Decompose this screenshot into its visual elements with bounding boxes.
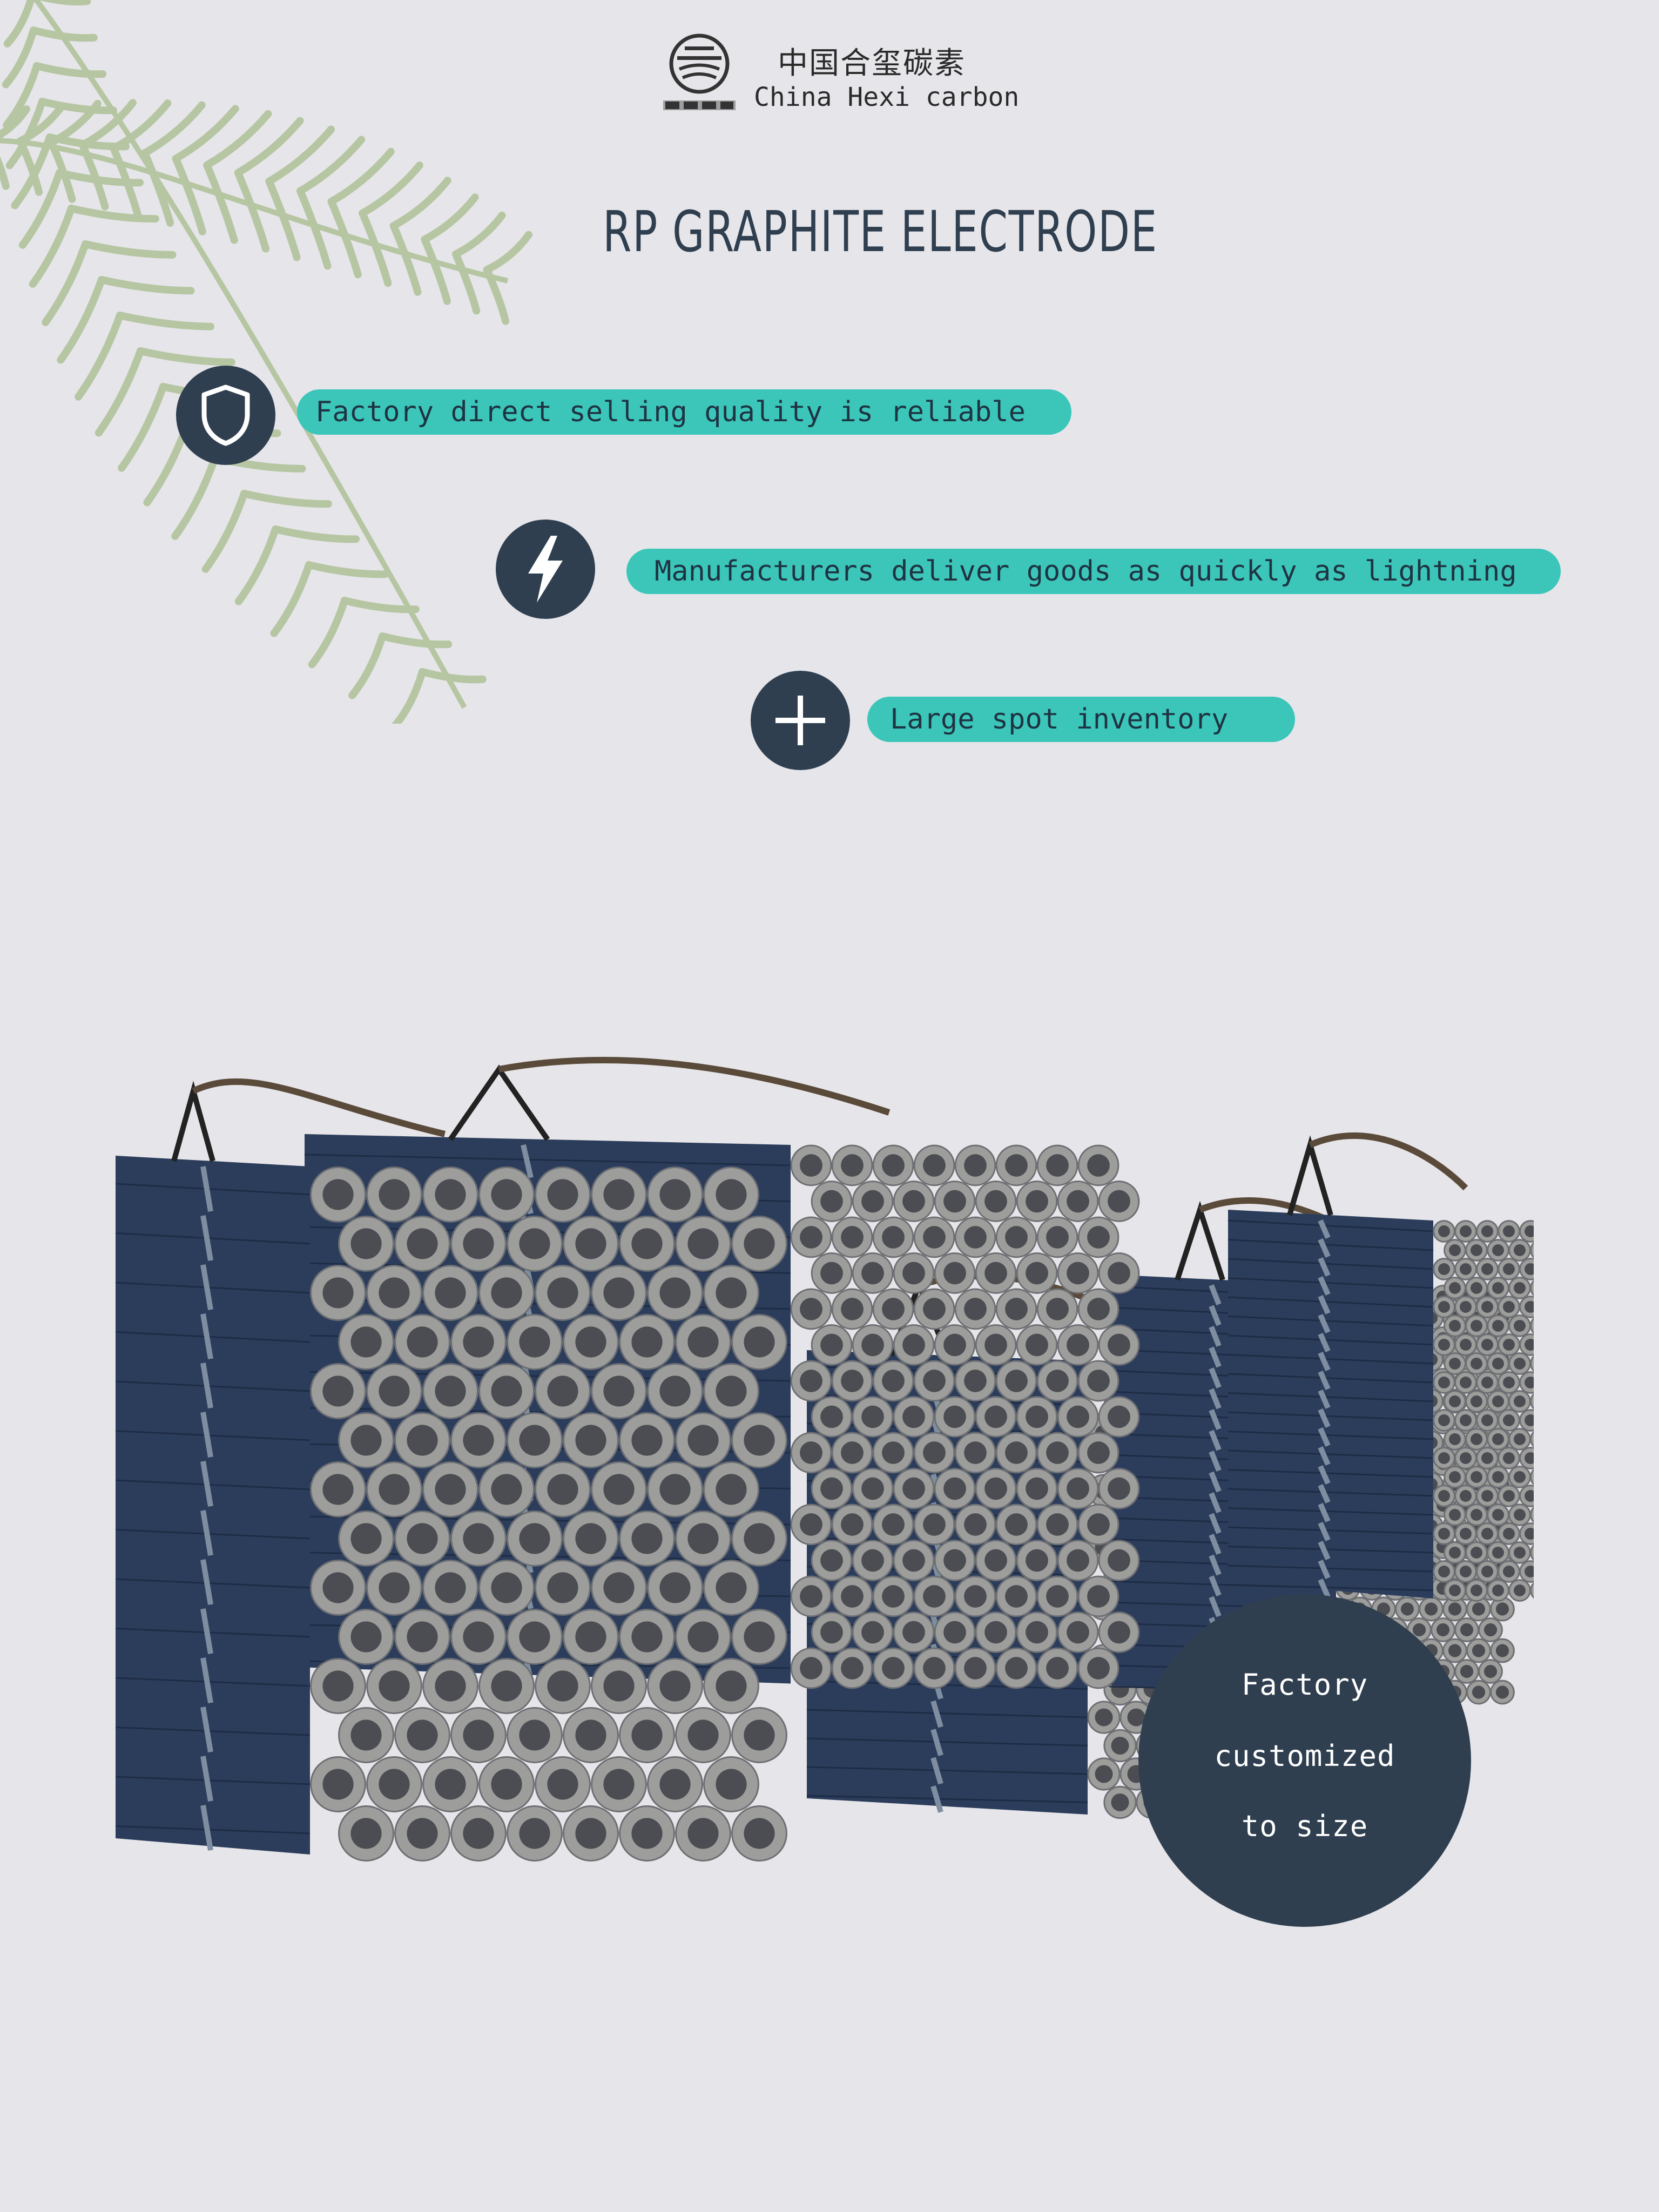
feature-pill-delivery: Manufacturers deliver goods as quickly a… — [626, 549, 1561, 594]
custom-badge-line-1: Factory — [1241, 1668, 1368, 1702]
lightning-icon — [528, 536, 563, 603]
brand-name-english: China Hexi carbon — [754, 82, 1020, 112]
brand-name-chinese: 中国合玺碳素 — [778, 46, 966, 81]
custom-badge-line-2: customized — [1214, 1739, 1395, 1773]
hexi-logo — [663, 33, 736, 110]
custom-badge-line-3: to size — [1241, 1809, 1368, 1843]
inventory-badge — [751, 671, 850, 770]
delivery-badge — [496, 520, 595, 619]
page-title: RP GRAPHITE ELECTRODE — [603, 199, 1158, 265]
feature-pill-inventory: Large spot inventory — [867, 697, 1295, 742]
feature-pill-quality: Factory direct selling quality is reliab… — [297, 389, 1071, 435]
shield-icon — [201, 385, 250, 446]
quality-badge — [176, 366, 275, 465]
plus-icon — [775, 696, 825, 745]
palm-leaf-decoration — [0, 0, 532, 724]
custom-size-badge — [1138, 1594, 1471, 1927]
